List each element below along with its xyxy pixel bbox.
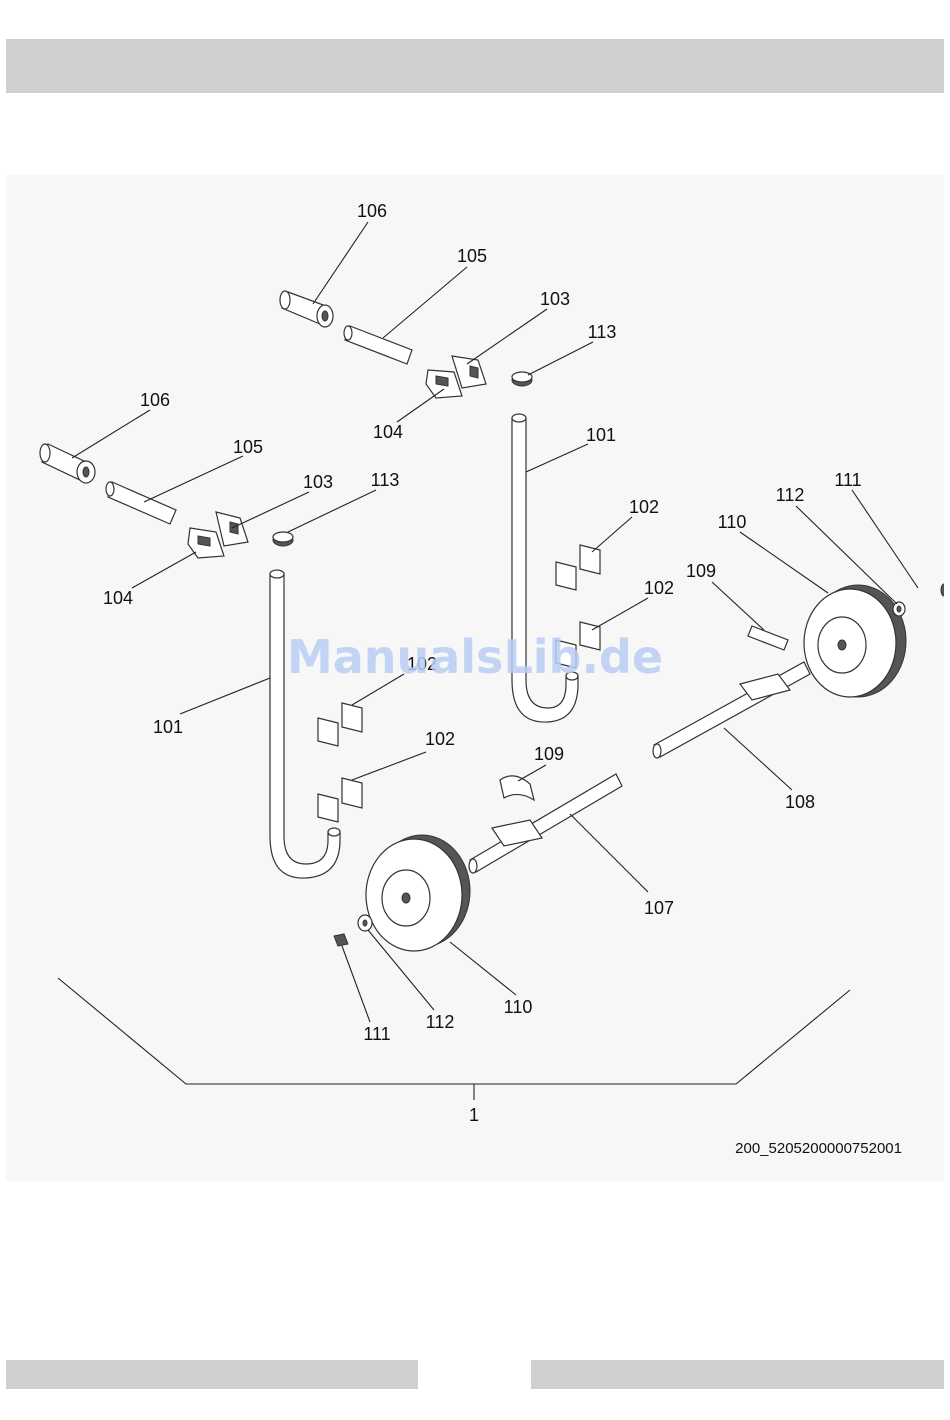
header-bar — [6, 39, 944, 93]
wheel-110-right — [804, 585, 906, 697]
clip-109-left — [500, 776, 534, 800]
label-105: 105 — [457, 246, 487, 266]
nut-111-left — [334, 934, 348, 946]
grip-106-right — [280, 291, 333, 327]
label-103: 103 — [540, 289, 570, 309]
wheel-110-left — [366, 835, 470, 951]
label-109: 109 — [686, 561, 716, 581]
label-1: 1 — [469, 1105, 479, 1125]
bracket-102-left-a — [318, 703, 362, 746]
cap-113-left — [273, 532, 293, 546]
grip-106-left — [40, 444, 95, 483]
bracket-102-left-b — [318, 778, 362, 822]
tube-105-right — [344, 326, 412, 364]
label-111: 111 — [363, 1024, 390, 1044]
axle-108 — [653, 662, 810, 758]
label-101: 101 — [153, 717, 183, 737]
tube-105-left — [106, 482, 176, 524]
label-111: 111 — [834, 470, 861, 490]
label-109: 109 — [534, 744, 564, 764]
washer-112-right — [893, 602, 905, 616]
bracket-102-right-a — [556, 545, 600, 590]
nut-111-right — [941, 584, 944, 596]
label-112: 112 — [776, 485, 805, 505]
label-113: 113 — [588, 322, 617, 342]
label-110: 110 — [718, 512, 747, 532]
washer-112-left — [358, 915, 372, 931]
drawing-code: 200_5205200000752001 — [735, 1140, 902, 1157]
label-105: 105 — [233, 437, 263, 457]
clamp-103-left — [216, 512, 248, 546]
exploded-parts-diagram: 106 105 103 113 104 101 102 102 106 105 … — [6, 175, 944, 1181]
label-113: 113 — [371, 470, 400, 490]
watermark: ManualsLib.de — [287, 630, 663, 684]
label-103: 103 — [303, 472, 333, 492]
axle-107 — [469, 774, 622, 873]
footer-bar-left — [6, 1360, 418, 1389]
label-110: 110 — [504, 997, 533, 1017]
label-107: 107 — [644, 898, 674, 918]
label-102: 102 — [644, 578, 674, 598]
label-101: 101 — [586, 425, 616, 445]
label-106: 106 — [140, 390, 170, 410]
footer-bar-right — [531, 1360, 944, 1389]
label-104: 104 — [103, 588, 133, 608]
figure-panel: 106 105 103 113 104 101 102 102 106 105 … — [6, 175, 944, 1181]
label-108: 108 — [785, 792, 815, 812]
label-102: 102 — [629, 497, 659, 517]
label-112: 112 — [426, 1012, 455, 1032]
label-106: 106 — [357, 201, 387, 221]
label-104: 104 — [373, 422, 403, 442]
clamp-104-right — [426, 370, 462, 398]
label-102: 102 — [425, 729, 455, 749]
clip-109-right — [748, 626, 788, 650]
